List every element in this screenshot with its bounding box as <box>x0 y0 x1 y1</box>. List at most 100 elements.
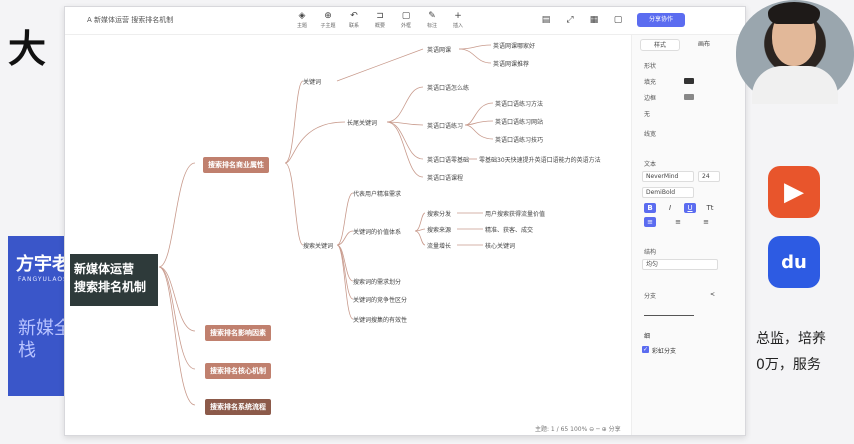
topic-node[interactable]: 英语口语零基础 <box>427 157 470 164</box>
toolbar-label: 插入 <box>452 23 463 29</box>
branch-line-preview <box>644 315 694 316</box>
speaker-name: 方宇老 <box>16 254 70 275</box>
toolbar-boundary-button[interactable]: ▢ 外框 <box>395 11 417 29</box>
text-section-label: 文本 <box>644 161 657 168</box>
toolbar-label: 联系 <box>348 23 359 29</box>
topic-node[interactable]: 关键词的价值体系 <box>353 229 402 236</box>
topic-node[interactable]: 核心关键词 <box>485 243 516 250</box>
topic-node[interactable]: 英语口语练习技巧 <box>495 137 544 144</box>
topic-node[interactable]: 流量增长 <box>427 243 452 250</box>
topic-node[interactable]: 英语网课 <box>427 47 452 54</box>
note-icon: ✎ <box>428 11 436 21</box>
topic-node[interactable]: 英语口语练习方法 <box>495 101 544 108</box>
topic-node[interactable]: 搜索关键词 <box>303 243 334 250</box>
topic-node[interactable]: 搜索词的需求划分 <box>353 279 402 286</box>
border-label: 边框 <box>644 95 657 102</box>
underline-button[interactable]: U <box>684 203 696 213</box>
bio-text: 总监，培养 0万，服务 <box>756 326 826 378</box>
topic-node[interactable]: 搜索来源 <box>427 227 452 234</box>
bio-line: 0万，服务 <box>756 357 821 373</box>
bold-button[interactable]: B <box>644 203 656 213</box>
branch-node[interactable]: 搜索排名核心机制 <box>205 363 271 379</box>
align-right-button[interactable]: ≡ <box>703 218 709 226</box>
share-button[interactable]: 分享协作 <box>637 13 685 27</box>
title-bar: A 新媒体运营 搜索排名机制 ◈主题⊕子主题↶联系⊐概要▢外框✎标注+插入▤⤢▦… <box>65 7 745 35</box>
toolbar-label: 外框 <box>400 23 411 29</box>
slide-title: 大 <box>8 27 49 71</box>
case-button[interactable]: Tt <box>706 204 714 212</box>
structure-section-label: 结构 <box>644 249 657 256</box>
window-icon[interactable]: ▢ <box>613 15 623 25</box>
branch-style-select[interactable]: < <box>710 291 716 298</box>
toolbar-theme-button[interactable]: ◈ 主题 <box>291 11 313 29</box>
insert-icon: + <box>454 11 462 21</box>
branch-node[interactable]: 搜索排名系统流程 <box>205 399 271 415</box>
italic-button[interactable]: I <box>668 204 672 212</box>
topic-node[interactable]: 英语网课推荐 <box>493 61 530 68</box>
toolbar-label: 概要 <box>374 23 385 29</box>
root-line: 搜索排名机制 <box>74 280 147 294</box>
grid-icon[interactable]: ▦ <box>589 15 599 25</box>
toolbar-label: 主题 <box>296 23 307 29</box>
topic-node[interactable]: 精准、获客、成交 <box>485 227 534 234</box>
topic-node[interactable]: 英语口语练习网站 <box>495 119 544 126</box>
tab-canvas[interactable]: 画布 <box>697 41 710 48</box>
branch-section-label: 分支 <box>644 293 657 300</box>
tab-style[interactable]: 样式 <box>640 39 680 51</box>
mindmap-canvas[interactable]: 搜索排名商业属性 搜索排名影响因素 搜索排名核心机制 搜索排名系统流程 关键词 … <box>65 35 631 421</box>
theme-icon: ◈ <box>298 11 306 21</box>
baidu-glyph: du <box>781 251 807 273</box>
topic-node[interactable]: 英语口语怎么练 <box>427 85 470 92</box>
border-color-swatch[interactable] <box>684 94 694 100</box>
outline-icon[interactable]: ▤ <box>541 15 551 25</box>
topic-node[interactable]: 关键词的竞争性区分 <box>353 297 408 304</box>
speaker-pinyin: FANGYULAOSHI <box>18 276 77 283</box>
presenter-shirt <box>752 66 838 104</box>
font-family-select[interactable]: NeverMind <box>642 171 694 182</box>
toolbar-relation-button[interactable]: ↶ 联系 <box>343 11 365 29</box>
align-left-button[interactable]: ≡ <box>644 217 656 227</box>
font-weight-select[interactable]: DemiBold <box>642 187 694 198</box>
topic-node[interactable]: 关键词搜集的有效性 <box>353 317 408 324</box>
kuaishou-icon: ▶ <box>768 166 820 218</box>
summary-icon: ⊐ <box>376 11 384 21</box>
structure-select[interactable]: 均匀 <box>642 259 718 270</box>
topic-node[interactable]: 长尾关键词 <box>347 120 378 127</box>
topic-node[interactable]: 英语口语练习 <box>427 123 464 130</box>
font-size-select[interactable]: 24 <box>698 171 720 182</box>
toolbar-label: 标注 <box>426 23 437 29</box>
toolbar-insert-button[interactable]: + 插入 <box>447 11 469 29</box>
expand-icon[interactable]: ⤢ <box>566 15 574 25</box>
topic-node[interactable]: 代表用户精准需求 <box>353 191 402 198</box>
topic-node[interactable]: 英语网课哪家好 <box>493 43 536 50</box>
rainbow-branch-label: 彩虹分支 <box>652 348 677 355</box>
fill-label: 填充 <box>644 79 657 86</box>
boundary-icon: ▢ <box>401 11 411 21</box>
line-width-select[interactable]: 细 <box>644 333 651 340</box>
topic-node[interactable]: 关键词 <box>303 79 322 86</box>
topic-node[interactable]: 英语口语课程 <box>427 175 464 182</box>
toolbar-label: 子主题 <box>320 23 336 29</box>
mindmap-window: A 新媒体运营 搜索排名机制 ◈主题⊕子主题↶联系⊐概要▢外框✎标注+插入▤⤢▦… <box>64 6 746 436</box>
relation-icon: ↶ <box>350 11 358 21</box>
toolbar-summary-button[interactable]: ⊐ 概要 <box>369 11 391 29</box>
branch-node[interactable]: 搜索排名影响因素 <box>205 325 271 341</box>
topic-node[interactable]: 零基础30天快速提升英语口语能力的英语方法 <box>479 157 601 164</box>
topic-node[interactable]: 用户搜索获得流量价值 <box>485 211 546 218</box>
speaker-card <box>8 236 72 396</box>
toolbar-note-button[interactable]: ✎ 标注 <box>421 11 443 29</box>
subtopic-icon: ⊕ <box>324 11 332 21</box>
branch-node[interactable]: 搜索排名商业属性 <box>203 157 269 173</box>
bio-line: 总监，培养 <box>756 331 826 347</box>
fill-color-swatch[interactable] <box>684 78 694 84</box>
topic-node[interactable]: 搜索分发 <box>427 211 452 218</box>
root-node[interactable]: 新媒体运营 搜索排名机制 <box>70 254 158 306</box>
weight-label: 线宽 <box>644 131 657 138</box>
toolbar-subtopic-button[interactable]: ⊕ 子主题 <box>317 11 339 29</box>
presenter-hair <box>768 2 820 24</box>
rainbow-branch-checkbox[interactable]: ✓ <box>642 346 649 353</box>
connector-lines <box>158 44 494 406</box>
align-center-button[interactable]: ≡ <box>675 218 681 226</box>
format-panel: 样式 画布 形状 填充 边框 无 线宽 文本 NeverMind 24 Demi… <box>631 35 745 435</box>
status-bar: 主题: 1 / 65 100% ⊖ ─ ⊕ 分享 <box>535 426 621 433</box>
